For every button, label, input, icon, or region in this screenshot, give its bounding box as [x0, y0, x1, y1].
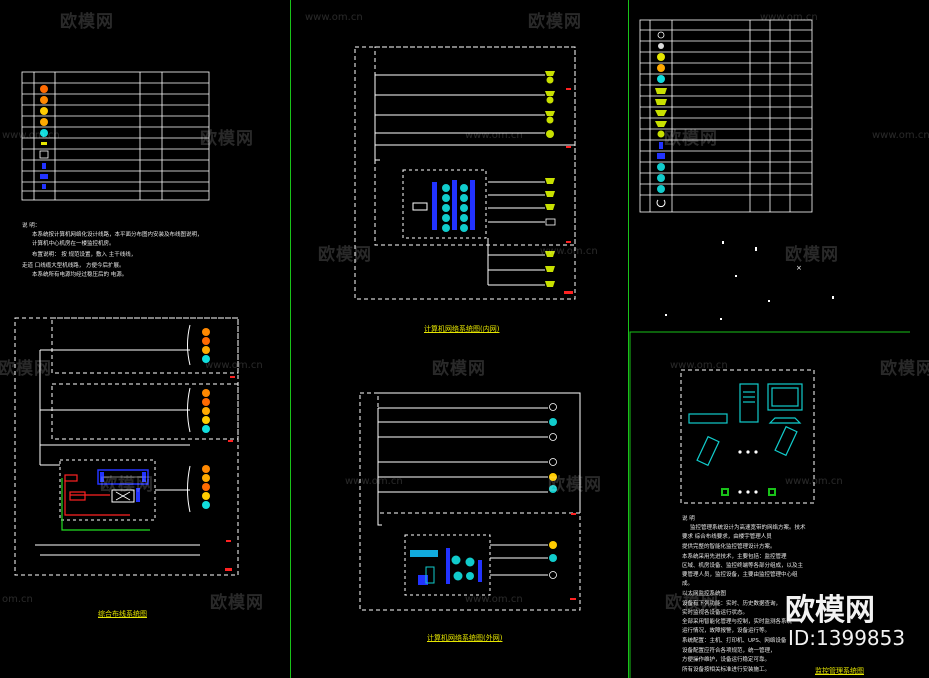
- switch-blue-icon: [40, 174, 48, 179]
- watermark-brand: 欧模网: [432, 359, 486, 379]
- watermark-url: www.om.cn: [345, 476, 403, 487]
- left-diagram-colored-links: [61, 474, 150, 531]
- notes-right-line: 监控管理系统设计为高速宽带的网络方案。技术: [690, 525, 806, 531]
- watermark-brand: 欧模网: [60, 12, 114, 32]
- legend-table-right: [639, 19, 813, 213]
- patch-panel-icon: [39, 150, 49, 159]
- separator-left: [290, 0, 291, 678]
- center-bottom-outlets: [549, 403, 576, 600]
- watermark-url: www.om.cn: [2, 130, 60, 141]
- notes-left-line: 本系统按计算机网络化设计线路，本平面分布图内安装及布线图说明，: [32, 232, 203, 238]
- notes-right-line: 区域、机房设备、监控终端等各部分组成，以及主: [682, 563, 804, 569]
- watermark-brand: 欧模网: [548, 475, 602, 495]
- caption-center-bottom: 计算机网络系统图(外网): [427, 634, 503, 642]
- watermark-url: www.om.cn: [540, 246, 598, 257]
- watermark-url: www.om.cn: [760, 12, 818, 23]
- left-system-diagram: [14, 317, 239, 576]
- watermark-brand: 欧模网: [200, 129, 254, 149]
- notes-right-line: 以太网监控系统图: [682, 591, 727, 597]
- socket-orange-icon: [40, 118, 48, 126]
- center-bottom-switch-cluster: [410, 548, 482, 585]
- center-top-switch-cluster: [432, 180, 475, 232]
- watermark-brand: 欧模网: [665, 593, 719, 613]
- watermark-url: www.om.cn: [670, 360, 728, 371]
- svg-text:×: ×: [796, 264, 802, 272]
- notes-right-line: 所有设备按相关标准进行安装施工。: [682, 667, 771, 673]
- watermark-url: www.om.cn: [465, 130, 523, 141]
- switch-blue-icon: [42, 163, 46, 169]
- watermark-brand: 欧模网: [0, 359, 52, 379]
- watermark-brand: 欧模网: [210, 593, 264, 613]
- brand-logo-text: 欧模网: [785, 593, 875, 628]
- notes-right-line: 全部采用智能化管理与控制，实时监测各系统: [682, 619, 793, 625]
- watermark-brand: 欧模网: [318, 245, 372, 265]
- watermark-url: www.om.cn: [785, 476, 843, 487]
- notes-right-line: 系统配置：主机、打印机、UPS、网络设备: [682, 638, 787, 644]
- monitor-system-frame: [629, 331, 910, 678]
- notes-right-line: 成。: [682, 581, 694, 587]
- watermark-url: www.om.cn: [305, 12, 363, 23]
- notes-left-line: 计算机中心机房在一楼监控机房。: [32, 241, 115, 247]
- caption-center-top: 计算机网络系统图(内网): [424, 325, 500, 333]
- notes-right-line: 运行情况，故障报警，设备运行等。: [682, 628, 771, 634]
- monitor-io-modules: [721, 488, 776, 496]
- watermark-brand: 欧模网: [880, 359, 929, 379]
- legend-symbols-left: [39, 85, 49, 189]
- rack-blue-icon: [42, 184, 46, 189]
- caption-left-diagram: 综合布线系统图: [98, 610, 147, 618]
- socket-yellow-icon: [40, 107, 48, 115]
- notes-right-line: 方便操作维护，设备运行稳定可靠。: [682, 657, 771, 663]
- rack-box: [97, 469, 149, 485]
- jack-yellow-icon: [41, 142, 47, 145]
- notes-right-line: 设备有下列功能：实时、历史数据查询，: [682, 601, 782, 607]
- notes-left-line: 布置说明： 按 规范设置，敷入 主干线线，: [32, 252, 137, 258]
- notes-right-line: 要管理人员，监控设备，主要由监控管理中心组: [682, 572, 798, 578]
- notes-left-line: 走道 口线缆大型机线路， 方便今后扩展。: [22, 263, 125, 269]
- caption-right-bottom: 监控管理系统图: [815, 667, 864, 675]
- watermark-brand: 欧模网: [785, 245, 839, 265]
- socket-orange-icon: [40, 85, 48, 93]
- computer-workstation-icon: [688, 383, 803, 424]
- left-diagram-equipment: [97, 469, 149, 503]
- watermark-url: www.om.cn: [205, 360, 263, 371]
- watermark-brand: 欧模网: [100, 475, 154, 495]
- center-top-diagram: [354, 46, 576, 300]
- handheld-terminal-icons: [696, 425, 798, 467]
- socket-cyan-icon: [40, 129, 48, 137]
- notes-right-line: 要求 综合布线要求，由楼宇管理人员: [682, 534, 772, 540]
- watermark-brand: 欧模网: [664, 129, 718, 149]
- center-bottom-diagram: [359, 392, 581, 611]
- notes-left-line: 本系统所有电源均经过稳压后的 电源。: [32, 272, 128, 278]
- left-diagram-outlet-stacks: [202, 328, 235, 571]
- watermark-url: www.om.cn: [872, 130, 929, 141]
- notes-right-title: 说 明: [682, 516, 695, 522]
- notes-right-line: 设备配置应符合各项规范，统一管理，: [682, 648, 776, 654]
- notes-right-line: 提供完整的智能化监控管理设计方案。: [682, 544, 776, 550]
- notes-left-title: 说 明：: [22, 223, 41, 229]
- watermark-brand: 欧模网: [528, 12, 582, 32]
- separator-right: [628, 0, 629, 678]
- notes-right-line: 本系统采用先进技术，主要包括：监控管理: [682, 554, 787, 560]
- legend-symbols-right: [655, 31, 667, 208]
- brand-id-text: ID:1399853: [788, 626, 906, 650]
- watermark-url: www.om.cn: [465, 594, 523, 605]
- notes-right-line: 实时监视各设备运行状态。: [682, 610, 749, 616]
- watermark-url: om.cn: [2, 594, 33, 605]
- legend-table-left: [21, 71, 210, 201]
- center-top-outlets: [545, 71, 573, 294]
- scatter-marks-right: ×: [665, 241, 834, 320]
- socket-orange-icon: [40, 96, 48, 104]
